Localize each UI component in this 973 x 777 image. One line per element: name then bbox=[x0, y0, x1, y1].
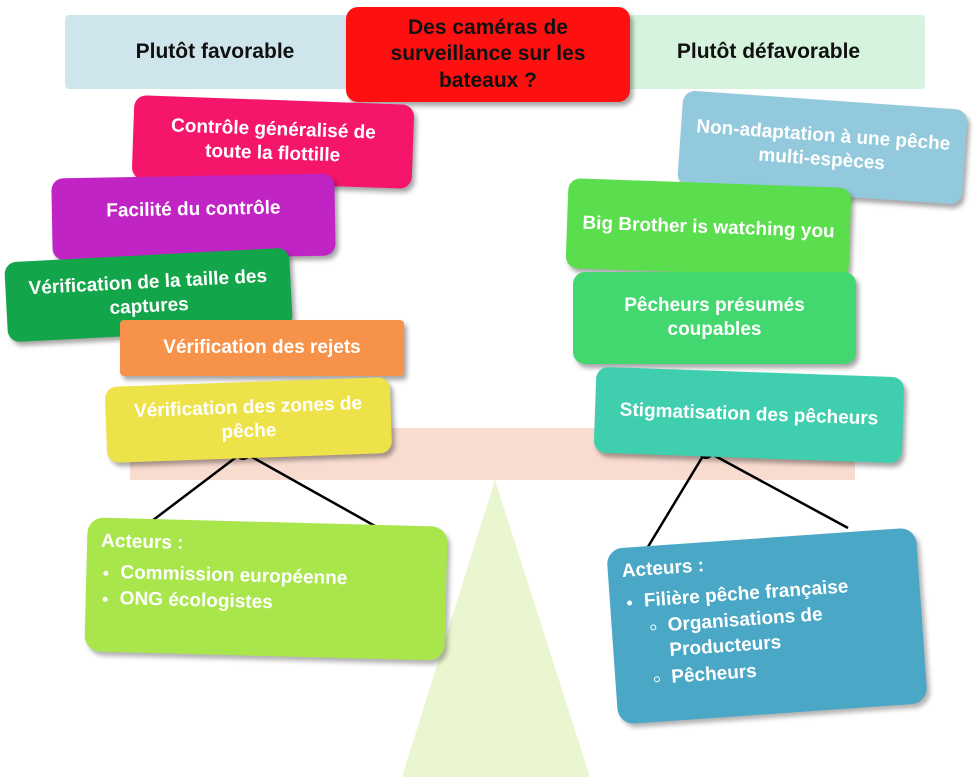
argument-rejets: Vérification des rejets bbox=[120, 320, 404, 376]
argument-presumes-coupables: Pêcheurs présumés coupables bbox=[573, 272, 856, 364]
header-favorable: Plutôt favorable bbox=[65, 15, 365, 89]
actors-defavorable-sublist: Organisations de Producteurs Pêcheurs bbox=[645, 598, 912, 692]
left-string-left bbox=[139, 451, 244, 531]
argument-facilite-controle: Facilité du contrôle bbox=[51, 173, 336, 261]
right-string-right bbox=[705, 449, 849, 530]
argument-stigmatisation: Stigmatisation des pêcheurs bbox=[593, 366, 905, 464]
actors-favorable-title: Acteurs : bbox=[100, 530, 184, 554]
actors-favorable: Acteurs : Commission européenne ONG écol… bbox=[84, 517, 448, 661]
actors-defavorable-list: Filière pêche française Organisations de… bbox=[623, 571, 911, 693]
argument-big-brother: Big Brother is watching you bbox=[565, 178, 852, 278]
page-title: Des caméras de surveillance sur les bate… bbox=[346, 7, 630, 102]
argument-zones-peche: Vérification des zones de pêche bbox=[104, 377, 393, 463]
right-string-left bbox=[638, 450, 708, 561]
fulcrum-triangle bbox=[402, 480, 590, 777]
actors-favorable-list: Commission européenne ONG écologistes bbox=[99, 560, 432, 620]
header-defavorable: Plutôt défavorable bbox=[612, 15, 925, 89]
list-item: Filière pêche française Organisations de… bbox=[643, 571, 912, 692]
actors-defavorable: Acteurs : Filière pêche française Organi… bbox=[606, 527, 928, 725]
